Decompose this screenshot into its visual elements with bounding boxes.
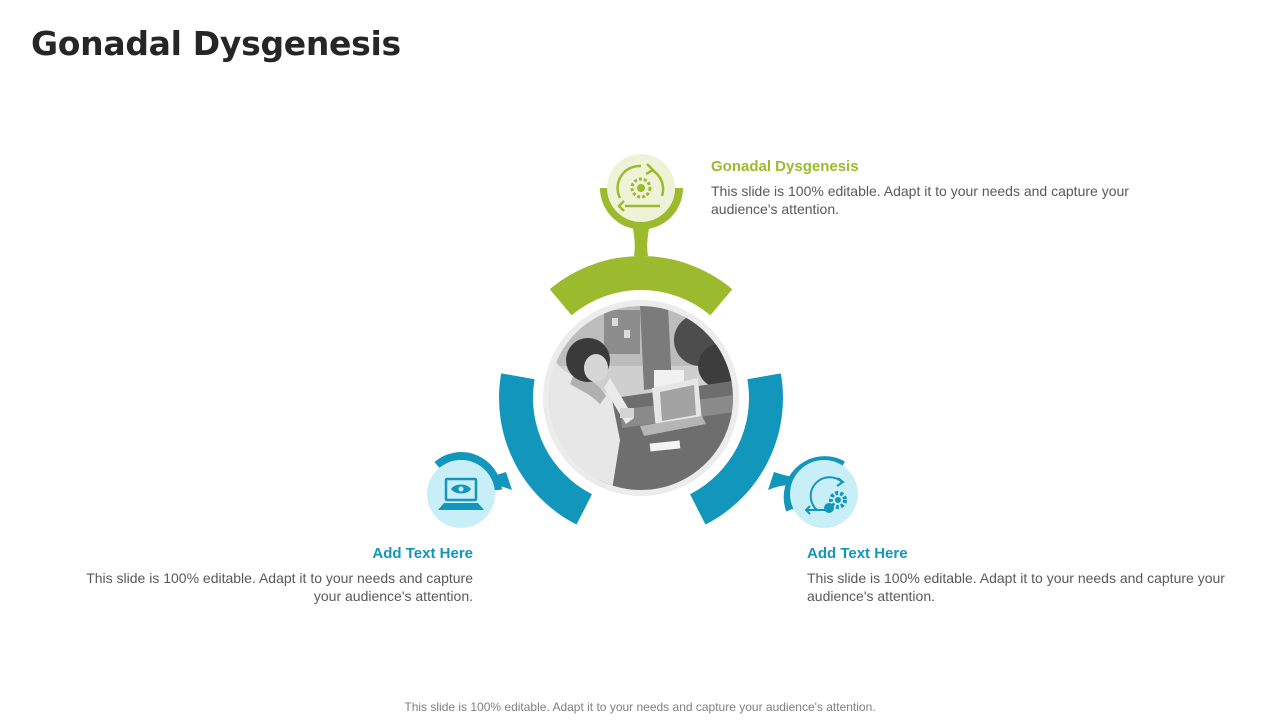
laptop-eye-icon (427, 460, 495, 528)
item-text: This slide is 100% editable. Adapt it to… (711, 183, 1129, 217)
top-arc-segment (549, 187, 733, 316)
item-text: This slide is 100% editable. Adapt it to… (86, 570, 473, 604)
item-heading: Add Text Here (807, 545, 908, 562)
page-title: Gonadal Dysgenesis (31, 24, 401, 63)
text-block-right: Add Text Here This slide is 100% editabl… (807, 545, 1227, 605)
cycle-gear-icon (607, 154, 675, 222)
center-photo (543, 300, 739, 496)
footer-note: This slide is 100% editable. Adapt it to… (404, 700, 876, 714)
item-heading: Gonadal Dysgenesis (711, 158, 859, 175)
process-gear-icon (790, 460, 858, 528)
text-block-left: Add Text Here This slide is 100% editabl… (60, 545, 473, 605)
text-block-top: Gonadal Dysgenesis This slide is 100% ed… (711, 158, 1161, 218)
item-heading: Add Text Here (372, 545, 473, 562)
item-text: This slide is 100% editable. Adapt it to… (807, 570, 1225, 604)
